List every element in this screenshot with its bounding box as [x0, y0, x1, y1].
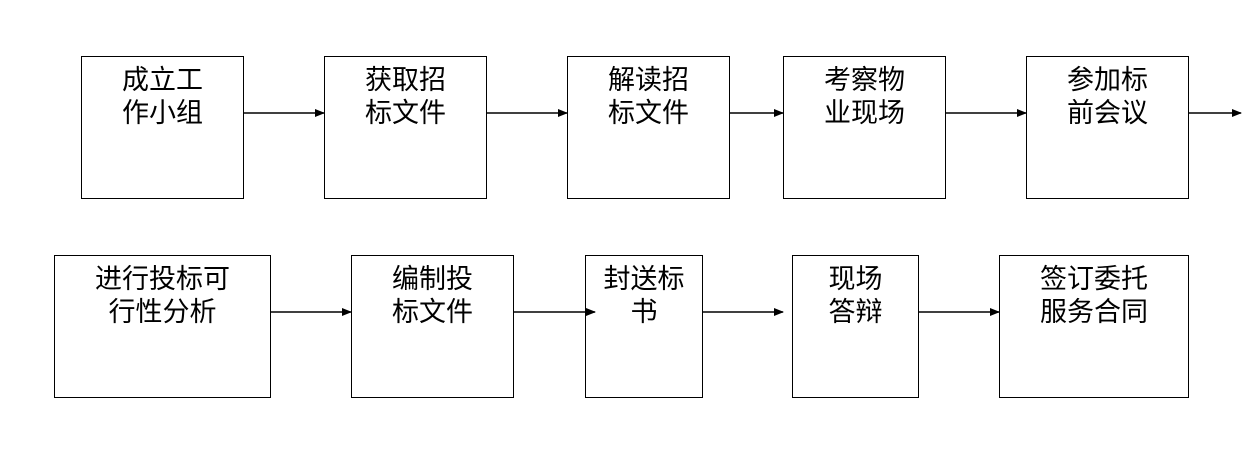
- step-label-line2: 前会议: [1067, 98, 1148, 129]
- step-label-line1: 解读招: [608, 65, 689, 96]
- step-label-line1: 参加标: [1067, 65, 1148, 96]
- step-label-line2: 答辩: [828, 297, 883, 328]
- step-onsite-defense: 现场 答辩: [792, 255, 919, 398]
- step-sign-service-contract: 签订委托 服务合同: [999, 255, 1189, 398]
- step-label-line2: 服务合同: [1040, 297, 1148, 328]
- step-bid-feasibility-analysis: 进行投标可 行性分析: [54, 255, 271, 398]
- step-label-line1: 签订委托: [1040, 264, 1148, 295]
- step-label-line2: 作小组: [122, 98, 203, 129]
- step-label-line1: 封送标: [603, 264, 685, 295]
- step-label-line2: 行性分析: [108, 297, 217, 328]
- step-label-line2: 标文件: [365, 98, 446, 129]
- step-prepare-bid-documents: 编制投 标文件: [351, 255, 514, 398]
- step-label-line1: 获取招: [365, 65, 446, 96]
- step-label-line1: 成立工: [122, 65, 203, 96]
- step-submit-bid: 封送标 书: [585, 255, 703, 398]
- step-label-line2: 业现场: [824, 98, 905, 129]
- step-interpret-tender-documents: 解读招 标文件: [567, 56, 730, 199]
- step-inspect-property-site: 考察物 业现场: [783, 56, 946, 199]
- step-label-line1: 编制投: [392, 264, 473, 295]
- step-label-line1: 现场: [828, 264, 883, 295]
- step-label-line2: 书: [630, 297, 658, 328]
- step-label-line1: 进行投标可: [95, 264, 230, 295]
- step-label-line1: 考察物: [824, 65, 905, 96]
- step-obtain-tender-documents: 获取招 标文件: [324, 56, 487, 199]
- step-attend-pre-bid-meeting: 参加标 前会议: [1026, 56, 1189, 199]
- step-label-line2: 标文件: [392, 297, 473, 328]
- step-form-working-group: 成立工 作小组: [81, 56, 244, 199]
- step-label-line2: 标文件: [608, 98, 689, 129]
